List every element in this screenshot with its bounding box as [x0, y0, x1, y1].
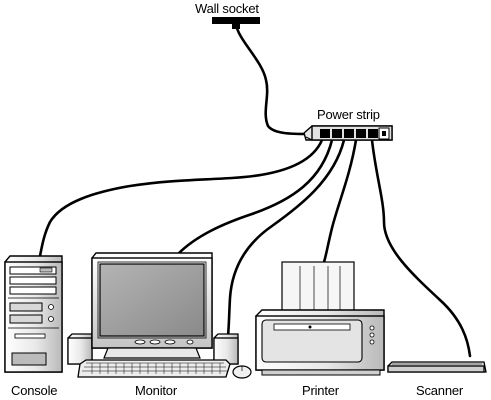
- power-strip: Power strip: [303, 107, 393, 141]
- inkjet-printer-icon: [255, 261, 385, 376]
- monitor-label: Monitor: [135, 383, 178, 398]
- wall-plug-icon: [212, 17, 260, 24]
- power-strip-label: Power strip: [317, 107, 380, 122]
- printer: Printer: [255, 261, 385, 398]
- keyboard: [77, 359, 231, 378]
- cable-monitor: [176, 138, 334, 256]
- scanner-label: Scanner: [416, 383, 464, 398]
- wall-socket-label: Wall socket: [195, 1, 259, 16]
- cable-scanner: [370, 138, 472, 358]
- cables: [38, 22, 472, 358]
- cable-wall-to-strip: [234, 22, 310, 136]
- cable-console: [38, 138, 324, 258]
- console-label: Console: [11, 383, 57, 398]
- printer-label: Printer: [302, 383, 340, 398]
- cable-printer: [322, 138, 358, 264]
- mouse: [232, 365, 252, 379]
- console: Console: [4, 255, 63, 398]
- monitor: Monitor: [67, 252, 252, 398]
- power-strip-icon: [303, 125, 393, 141]
- scanner: Scanner: [387, 361, 487, 398]
- crt-monitor-icon: [67, 252, 252, 379]
- desktop-tower-icon: [4, 255, 63, 373]
- wall-socket: Wall socket: [195, 1, 260, 29]
- flatbed-scanner-icon: [387, 361, 487, 373]
- cable-monitor-speaker: [226, 138, 346, 338]
